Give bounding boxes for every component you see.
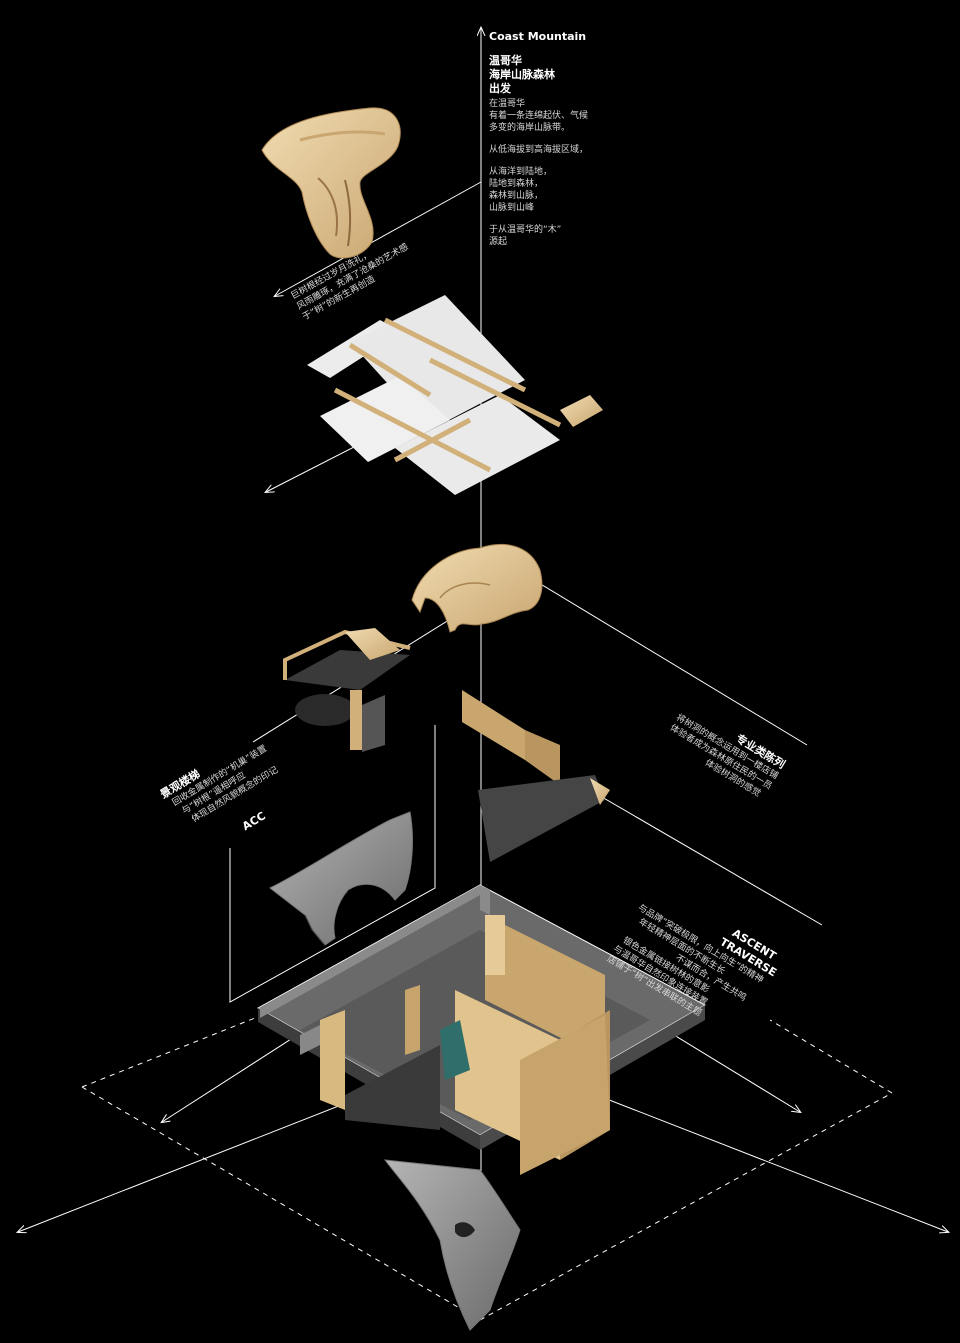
intro-head-line: 海岸山脉森林 — [489, 68, 555, 81]
store-model — [256, 884, 707, 1331]
intro-body: 在温哥华 有着一条连绵起伏、气候 多变的海岸山脉带。 从低海拔到高海拔区域， 从… — [489, 98, 588, 248]
intro-head-line: 温哥华 — [489, 54, 522, 67]
stair-module — [283, 628, 411, 752]
intro-body-line — [489, 214, 588, 224]
intro-body-line: 源起 — [489, 237, 508, 247]
acc-frame — [229, 725, 436, 1003]
display-shelves — [462, 690, 610, 862]
intro-head-line: 出发 — [489, 82, 511, 95]
intro-body-line: 森林到山脉， — [489, 191, 544, 201]
intro-body-line: 从低海拔到高海拔区域， — [489, 145, 589, 155]
intro-body-line: 山脉到山峰 — [489, 203, 535, 213]
intro-body-line: 从海洋到陆地， — [489, 167, 553, 177]
intro-body-line: 于从温哥华的“木” — [489, 225, 562, 235]
ground-dashed-outline — [81, 999, 893, 1321]
intro-body-line: 在温哥华 — [489, 99, 526, 109]
ceiling-panels — [307, 295, 603, 495]
intro-body-line: 陆地到森林， — [489, 179, 544, 189]
intro-title: Coast Mountain — [489, 30, 587, 43]
intro-body-line — [489, 156, 588, 166]
wooden-canopy — [411, 544, 543, 633]
stone-arch — [269, 811, 413, 946]
tree-root-sculpture — [261, 107, 401, 259]
intro-body-line — [489, 134, 588, 144]
intro-body-line: 有着一条连绵起伏、气候 — [489, 111, 589, 121]
intro-head: 温哥华 海岸山脉森林 出发 — [489, 54, 555, 96]
intro-body-line: 多变的海岸山脉带。 — [489, 123, 571, 133]
